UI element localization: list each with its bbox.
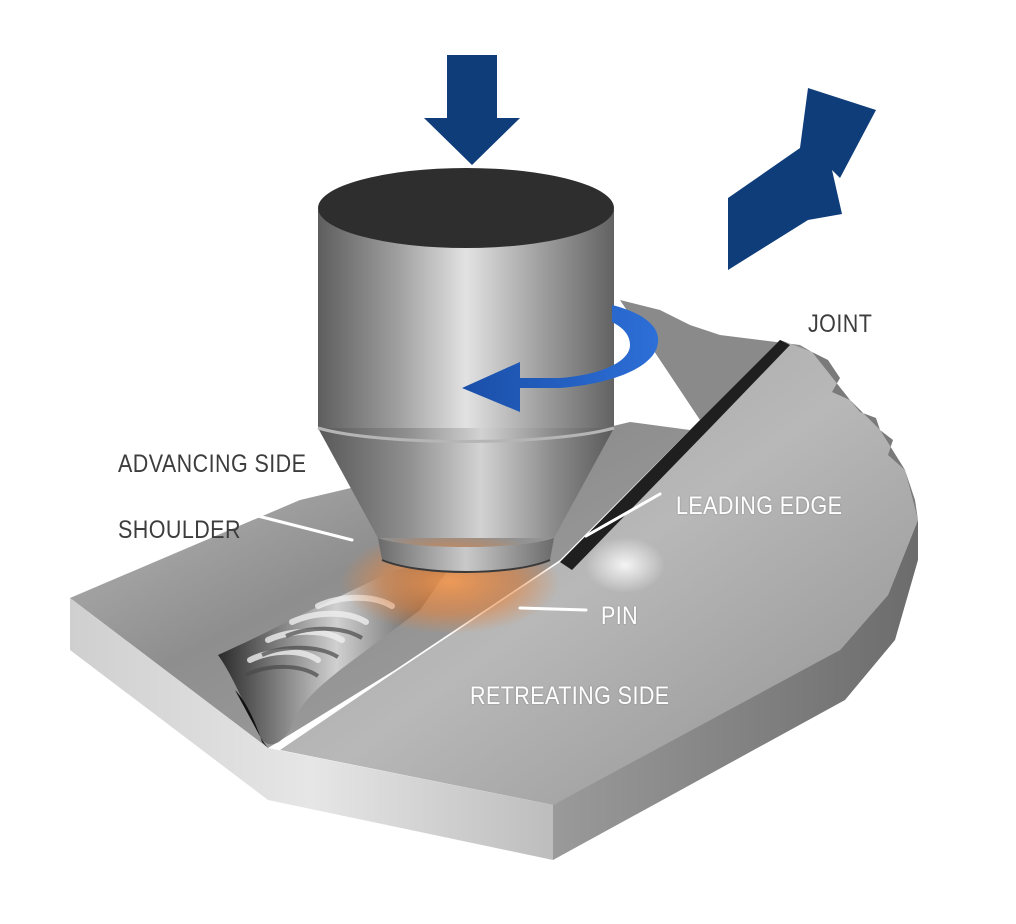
plate-side-face [553, 520, 918, 860]
plate-front-face [70, 598, 553, 860]
tool-shoulder-band [378, 538, 554, 572]
retreating-side-label: RETREATING SIDE [470, 682, 670, 710]
travel-direction-arrow-icon [728, 88, 876, 270]
welding-tool [317, 168, 615, 573]
leading-edge-leader-line [584, 492, 662, 538]
pin-leader-line [518, 606, 588, 612]
advancing-side-label: ADVANCING SIDE [118, 450, 307, 478]
rotation-arrow-icon [462, 305, 659, 412]
pin-label: PIN [601, 602, 639, 630]
tool-cylinder [318, 210, 614, 428]
glare-spot [585, 537, 665, 593]
plate-rough-edge [620, 300, 812, 420]
joint-line [560, 340, 790, 570]
tool-top-face [318, 168, 614, 248]
downward-force-arrow-icon [424, 55, 520, 165]
shoulder-leader-line [256, 514, 354, 542]
leading-edge-label: LEADING EDGE [676, 492, 843, 520]
tool-cone [318, 428, 614, 538]
joint-label: JOINT [808, 310, 873, 338]
shoulder-label: SHOULDER [118, 516, 241, 544]
leader-lines [256, 492, 662, 612]
